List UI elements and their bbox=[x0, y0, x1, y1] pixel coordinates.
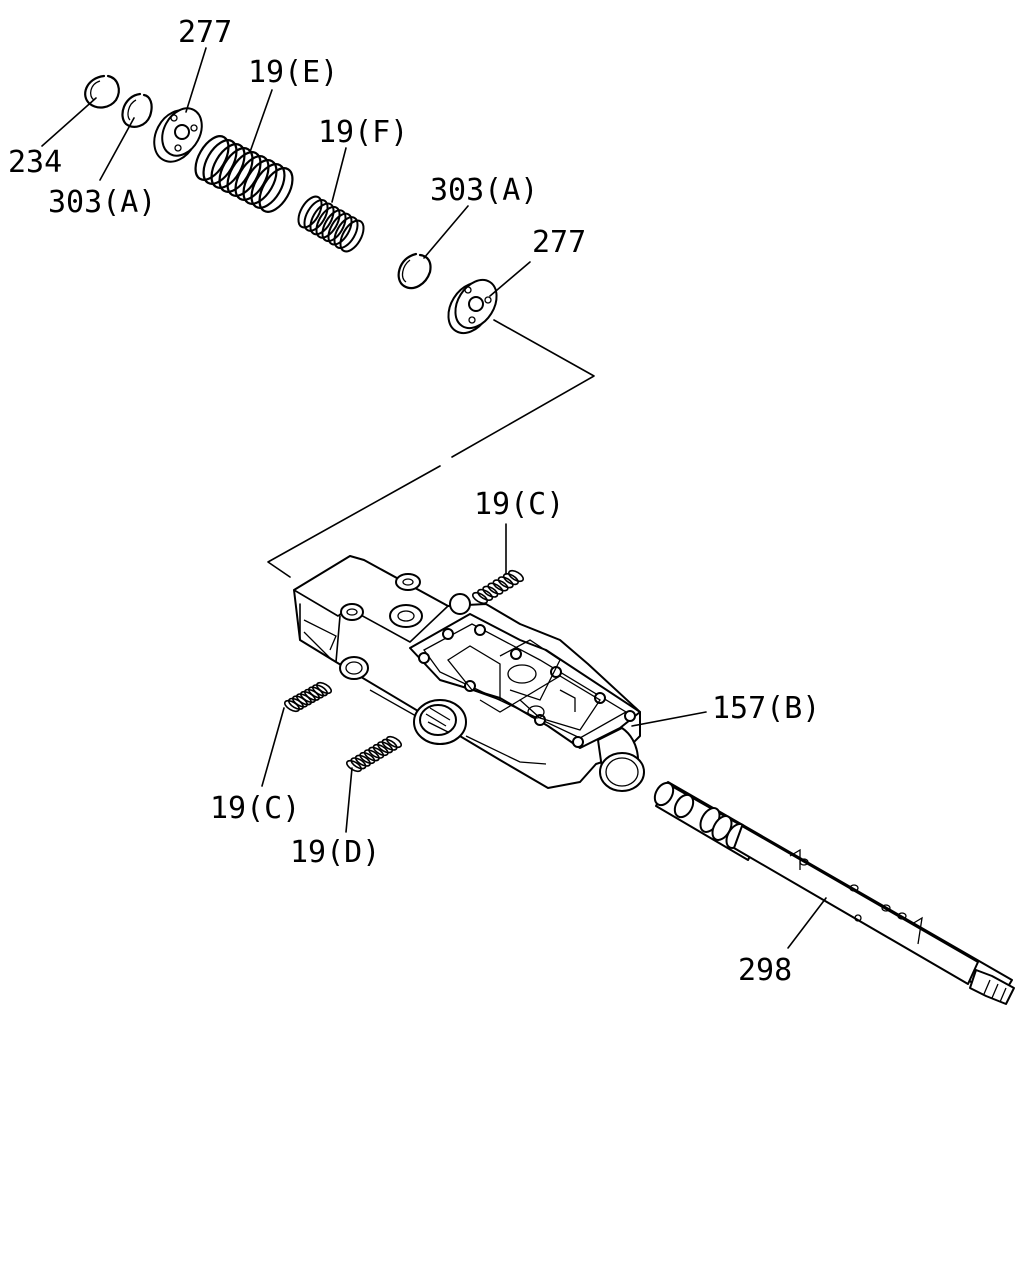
leader-277-top bbox=[185, 47, 207, 113]
spring-coil bbox=[250, 163, 286, 209]
label-303a-right: 303(A) bbox=[430, 173, 538, 208]
leader-lines bbox=[41, 47, 827, 949]
assembly-connector-line bbox=[267, 319, 595, 578]
washer-277-right bbox=[447, 278, 498, 335]
snap-ring-303a-right bbox=[397, 252, 432, 290]
spring-coil bbox=[303, 199, 329, 232]
label-19e: 19(E) bbox=[248, 55, 338, 90]
spring-coil bbox=[297, 195, 323, 229]
leader-19f bbox=[331, 147, 347, 203]
spring-coil bbox=[354, 754, 371, 767]
valve-body-157b bbox=[293, 555, 645, 792]
spring-coil bbox=[242, 159, 278, 205]
label-277-right: 277 bbox=[532, 225, 586, 260]
label-19c-left: 19(C) bbox=[210, 791, 300, 826]
spring-coil bbox=[502, 573, 519, 586]
shaft-298 bbox=[653, 781, 1015, 1005]
spring-coil bbox=[315, 205, 341, 239]
leader-303a-left bbox=[99, 117, 135, 181]
leader-303a-right bbox=[423, 205, 469, 259]
label-298: 298 bbox=[738, 953, 792, 988]
spring-coil bbox=[350, 757, 367, 770]
label-157b: 157(B) bbox=[712, 691, 820, 726]
leader-277-right bbox=[489, 261, 531, 297]
leader-19c-left bbox=[261, 707, 285, 787]
spring-coil bbox=[321, 209, 347, 243]
spring-coil bbox=[492, 579, 509, 592]
washer-277-top bbox=[153, 107, 203, 163]
spring-coil bbox=[333, 216, 359, 249]
label-19f: 19(F) bbox=[318, 115, 408, 150]
leader-234 bbox=[41, 97, 97, 147]
spring-coil bbox=[482, 585, 499, 598]
snap-ring-234 bbox=[84, 74, 120, 109]
spring-19c-top bbox=[471, 569, 525, 605]
part-labels: 234 303(A) 277 19(E) 19(F) 303(A) 277 19… bbox=[8, 15, 820, 988]
spring-coil bbox=[377, 741, 394, 754]
leader-19e bbox=[249, 89, 273, 153]
spring-coil bbox=[311, 684, 329, 697]
leader-19d bbox=[345, 767, 353, 833]
spring-19e bbox=[194, 135, 294, 213]
spring-coil bbox=[471, 591, 489, 605]
spring-coil bbox=[497, 576, 514, 589]
leader-157b bbox=[631, 711, 707, 727]
spring-coil bbox=[339, 219, 365, 253]
spring-coil bbox=[327, 212, 353, 246]
spring-coil bbox=[258, 167, 294, 213]
spring-coil bbox=[372, 743, 389, 757]
label-19c-top: 19(C) bbox=[474, 487, 564, 522]
spring-coil bbox=[381, 738, 398, 751]
label-303a-left: 303(A) bbox=[48, 185, 156, 220]
label-277-top: 277 bbox=[178, 15, 232, 50]
spring-coil bbox=[309, 202, 335, 236]
spring-coil bbox=[477, 588, 494, 601]
label-19d: 19(D) bbox=[290, 835, 380, 870]
leader-298 bbox=[787, 897, 827, 949]
spring-19f bbox=[297, 195, 365, 253]
spring-coil bbox=[487, 582, 504, 595]
spring-19c-left bbox=[283, 681, 333, 713]
snap-ring-303a-left bbox=[121, 92, 153, 128]
spring-coil bbox=[368, 746, 385, 759]
spring-19d bbox=[345, 735, 403, 773]
spring-coil bbox=[315, 681, 333, 695]
spring-coil bbox=[507, 569, 525, 583]
spring-coil bbox=[359, 751, 376, 765]
spring-coil bbox=[363, 749, 380, 762]
spring-coil bbox=[385, 735, 403, 749]
label-234: 234 bbox=[8, 145, 62, 180]
